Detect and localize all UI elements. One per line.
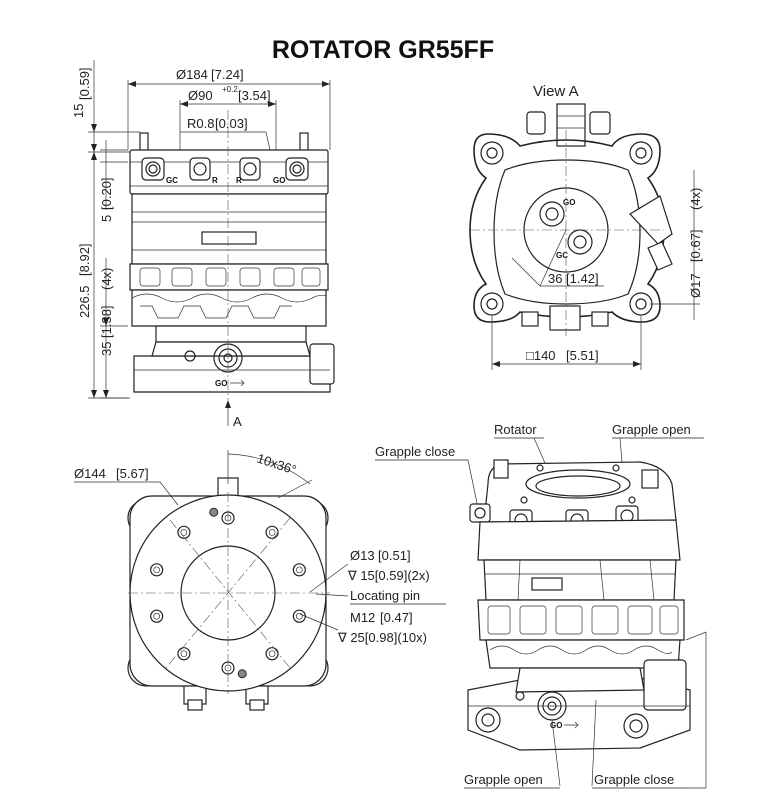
bolt-hole — [150, 563, 164, 577]
front-port-r-1: R — [189, 157, 218, 185]
dim-35-inch: [1.38] — [99, 305, 114, 338]
dim-angle-10x36: 10x36° — [255, 451, 298, 478]
dim-diameter-13-inch: [0.51] — [378, 548, 411, 563]
bottom-view: Ø144 [5.67] 10x36° Ø13 [0.51] ∇ 15[0.59]… — [74, 450, 446, 711]
dim-diameter-184-inch: [7.24] — [211, 67, 244, 82]
locating-pin-label: Locating pin — [350, 588, 420, 603]
dim-diameter-90-tolerance: +0.2 — [222, 85, 238, 94]
svg-text:R: R — [212, 176, 218, 185]
drawing-title: ROTATOR GR55FF — [272, 36, 494, 64]
dim-m12-inch: [0.47] — [380, 610, 413, 625]
dim-226-5: 226.5 — [77, 285, 92, 318]
dim-diameter-90: Ø90 — [188, 88, 213, 103]
front-base-port-go: GO — [215, 379, 227, 388]
svg-text:GO: GO — [273, 176, 285, 185]
dim-35: 35 — [99, 342, 114, 356]
dim-depth-15: ∇ 15[0.59](2x) — [347, 568, 430, 583]
dim-15-inch: [0.59] — [77, 67, 92, 100]
dim-diameter-144: Ø144 — [74, 466, 106, 481]
arrow-a-label: A — [233, 414, 242, 429]
bolt-hole-thread — [268, 528, 276, 536]
dim-m12: M12 — [350, 610, 375, 625]
bolt-hole — [150, 609, 164, 623]
bolt-hole — [177, 525, 191, 539]
svg-text:R: R — [236, 176, 242, 185]
dim-diameter-90-inch: [3.54] — [238, 88, 271, 103]
dim-5-inch: [0.20] — [99, 177, 114, 210]
dim-diameter-184: Ø184 — [176, 67, 208, 82]
view-a-port-go: GO — [563, 198, 575, 207]
view-a-dim-36-inch: [1.42] — [566, 271, 599, 286]
label-grapple-close-top: Grapple close — [375, 444, 455, 459]
dim-35-count: (4x) — [99, 268, 114, 290]
locating-pin-hole — [209, 507, 219, 517]
dim-r08-inch: [0.03] — [215, 116, 248, 131]
front-port-r-2: R — [236, 157, 261, 185]
bolt-hole — [292, 563, 306, 577]
dim-226-5-inch: [8.92] — [77, 243, 92, 276]
view-a-dim-140: □140 — [526, 348, 556, 363]
label-grapple-close-bottom: Grapple close — [594, 772, 674, 787]
view-a-dim-17: Ø17 — [688, 273, 703, 298]
bolt-hole-thread — [180, 650, 188, 658]
bolt-hole-thread — [153, 612, 161, 620]
front-port-gc: GC — [141, 157, 178, 185]
view-a-dim-17-inch: [0.67] — [688, 229, 703, 262]
dim-5: 5 — [99, 215, 114, 222]
view-a-port-gc: GC — [556, 251, 568, 260]
view-a: View A GO GC — [469, 83, 703, 370]
bolt-hole-thread — [224, 664, 232, 672]
bolt-hole-thread — [295, 566, 303, 574]
locating-pin-hole — [237, 669, 247, 679]
view-a-dim-36: 36 — [548, 271, 562, 286]
dim-r08: R0.8 — [187, 116, 214, 131]
bolt-hole-thread — [295, 612, 303, 620]
label-grapple-open-top: Grapple open — [612, 422, 691, 437]
front-port-go: GO — [273, 157, 309, 185]
label-rotator: Rotator — [494, 422, 537, 437]
iso-view: Rotator Grapple close Grapple open GC R — [375, 422, 707, 789]
dim-depth-25: ∇ 25[0.98](10x) — [337, 630, 427, 645]
label-grapple-open-bottom: Grapple open — [464, 772, 543, 787]
bolt-hole-thread — [268, 650, 276, 658]
view-a-dim-17-count: (4x) — [688, 188, 703, 210]
bolt-hole-thread — [180, 528, 188, 536]
svg-text:GC: GC — [166, 176, 178, 185]
view-a-label: View A — [533, 83, 579, 100]
bolt-hole-thread — [153, 566, 161, 574]
view-a-dim-140-inch: [5.51] — [566, 348, 599, 363]
dim-15: 15 — [71, 104, 86, 118]
dim-diameter-13: Ø13 — [350, 548, 375, 563]
dim-diameter-144-inch: [5.67] — [116, 466, 149, 481]
iso-base-port-go: GO — [550, 721, 562, 730]
front-view: Ø184 [7.24] Ø90 +0.2 [3.54] R0.8 [0.03] … — [71, 60, 335, 429]
view-a-corner-holes — [480, 141, 653, 316]
